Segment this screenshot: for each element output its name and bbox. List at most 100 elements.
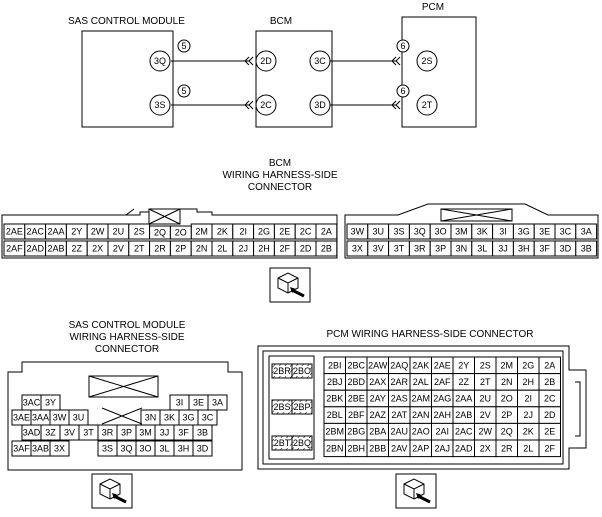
terminal-label: 2A xyxy=(544,360,555,370)
terminal-circles xyxy=(149,50,438,116)
terminal-label: 3I xyxy=(176,398,184,408)
terminal-label: 2C xyxy=(300,227,312,237)
terminal-label: 2AH xyxy=(433,410,451,420)
bcm-connector-title-3: CONNECTOR xyxy=(248,182,312,193)
terminal-label: 2Q xyxy=(501,427,513,437)
terminal-label: 2V xyxy=(480,410,491,420)
terminal-label: 2G xyxy=(258,227,270,237)
terminal-label: 2BS xyxy=(273,402,290,412)
terminal-label: 3S xyxy=(102,444,113,454)
terminal-label: 2BP xyxy=(293,402,310,412)
terminal-label: 2S xyxy=(134,227,145,237)
bcm-title: BCM xyxy=(270,16,292,27)
wire-number-circles xyxy=(177,39,410,98)
terminal-label: 2B xyxy=(321,244,332,254)
terminal-label: 2I xyxy=(239,227,247,237)
terminal-label: 3K xyxy=(164,413,175,423)
terminal-label: 2AO xyxy=(412,427,430,437)
terminal-label: 2J xyxy=(238,244,248,254)
terminal-label: 3O xyxy=(139,444,151,454)
terminal-label: 2J xyxy=(523,410,533,420)
terminal-label: 2AT xyxy=(391,410,407,420)
terminal-label: 2AK xyxy=(412,360,429,370)
pcm-latch xyxy=(575,381,581,437)
terminal-label: 2AS xyxy=(391,394,408,404)
terminal-label: 2R xyxy=(154,244,166,254)
terminal-label: 2AB xyxy=(47,244,64,254)
terminal-label: 2AP xyxy=(412,443,429,453)
terminal-label: 2BN xyxy=(326,443,344,453)
pcm-connector-inner xyxy=(262,350,564,465)
sas-connector-title-1: SAS CONTROL MODULE xyxy=(69,320,186,331)
sas-keyway-upper-cross xyxy=(88,375,159,398)
terminal-label: 2BJ xyxy=(327,377,343,387)
terminal-label: 2A xyxy=(321,227,332,237)
terminal-label: 2AG xyxy=(433,394,451,404)
terminal-label: 3M xyxy=(139,428,152,438)
terminal-label: 2E xyxy=(279,227,290,237)
terminal-label: 2AJ xyxy=(434,443,450,453)
terminal-label: 3T xyxy=(83,428,94,438)
terminal-label: 3F xyxy=(178,428,189,438)
terminal-sas-3q: 3Q xyxy=(154,56,166,66)
terminal-label: 3P xyxy=(121,428,132,438)
wire-number: 5 xyxy=(181,41,186,51)
terminal-bcm-2c: 2C xyxy=(260,100,272,110)
terminal-label: 2C xyxy=(544,394,556,404)
terminal-label: 2W xyxy=(479,427,493,437)
sas-connector-title-2: WIRING HARNESS-SIDE xyxy=(69,332,184,343)
terminal-sas-3s: 3S xyxy=(154,100,165,110)
terminal-label: 2K xyxy=(217,227,228,237)
terminal-label: 2AD xyxy=(455,443,473,453)
terminal-label: 2AA xyxy=(47,227,64,237)
terminal-label: 3D xyxy=(560,244,572,254)
terminal-label-bg xyxy=(294,438,310,448)
terminal-label: 2AU xyxy=(390,427,408,437)
terminal-cavity xyxy=(575,223,598,240)
terminal-cavity xyxy=(169,225,192,240)
terminal-label: 2I xyxy=(524,394,532,404)
terminal-bcm-3d: 3D xyxy=(314,100,326,110)
terminal-label: 3AF xyxy=(13,444,30,454)
terminal-cavity xyxy=(315,240,338,257)
terminal-label-bg xyxy=(274,402,290,412)
terminal-label: 3J xyxy=(498,244,508,254)
terminal-cavity xyxy=(192,424,213,441)
terminal-label: 3W xyxy=(351,227,365,237)
terminal-label: 2AQ xyxy=(390,360,408,370)
terminal-label: 3U xyxy=(372,227,384,237)
terminal-label: 2H xyxy=(522,377,534,387)
terminal-label: 2Z xyxy=(72,244,83,254)
wire-number: 6 xyxy=(400,41,405,51)
pcm-connector-title: PCM WIRING HARNESS-SIDE CONNECTOR xyxy=(326,329,533,340)
terminal-label: 3R xyxy=(414,244,426,254)
terminal-label: 2L xyxy=(217,244,227,254)
terminal-label: 3C xyxy=(560,227,572,237)
terminal-label: 2BC xyxy=(347,360,365,370)
terminal-label: 2AN xyxy=(412,410,430,420)
sas-connector-title-3: CONNECTOR xyxy=(95,344,159,355)
terminal-label: 3L xyxy=(159,444,169,454)
terminal-label: 3B xyxy=(197,428,208,438)
wire-number: 6 xyxy=(400,86,405,96)
terminal-label: 2G xyxy=(522,360,534,370)
terminal-label: 2BM xyxy=(325,427,344,437)
terminal-label: 2AI xyxy=(435,427,449,437)
terminal-label: 3Q xyxy=(414,227,426,237)
terminal-label: 3N xyxy=(456,244,468,254)
terminal-label: 2AE xyxy=(434,360,451,370)
terminal-label: 3Y xyxy=(45,398,56,408)
terminal-label: 2X xyxy=(92,244,103,254)
terminal-label-bg xyxy=(294,366,310,376)
terminal-label: 3G xyxy=(182,413,194,423)
terminal-label-bg xyxy=(294,402,310,412)
sas-keyway-lower-cross xyxy=(101,407,143,425)
terminal-cavity xyxy=(192,440,213,457)
terminal-label: 3R xyxy=(102,428,114,438)
terminal-label: 2T xyxy=(134,244,145,254)
terminal-label: 2U xyxy=(479,394,491,404)
terminal-label: 2AE xyxy=(6,227,23,237)
terminal-label: 2O xyxy=(501,394,513,404)
terminal-label: 2AC xyxy=(26,227,44,237)
terminal-label: 2W xyxy=(91,227,105,237)
